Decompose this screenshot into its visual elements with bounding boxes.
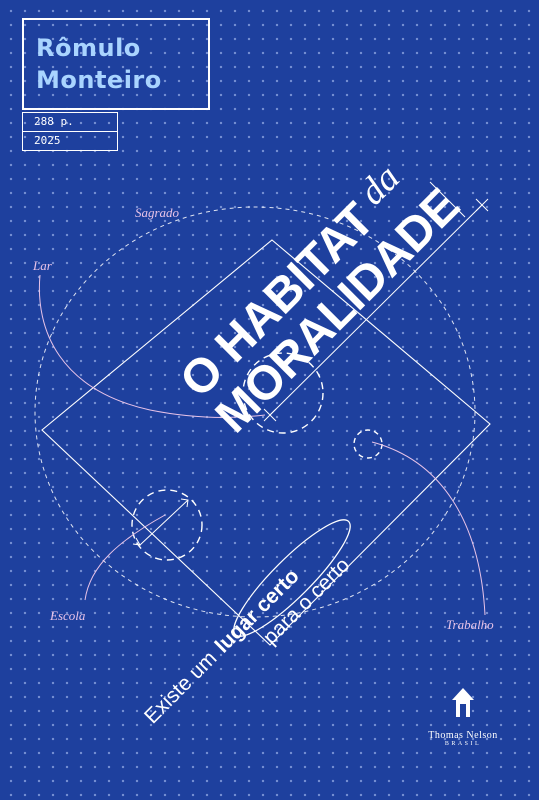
lar-arrow bbox=[38, 274, 266, 418]
label-lar: Lar bbox=[33, 258, 52, 273]
highlight-ellipse bbox=[233, 519, 351, 637]
trabalho-dashed-circle bbox=[353, 429, 383, 459]
publication-year: 2025 bbox=[22, 131, 118, 151]
escola-arrow bbox=[84, 514, 166, 601]
label-sagrado: Sagrado bbox=[135, 205, 180, 220]
publisher-mark: Thomas Nelson BRASIL bbox=[418, 686, 508, 747]
publisher-sub: BRASIL bbox=[444, 741, 482, 747]
author-box: Rômulo Monteiro bbox=[22, 18, 210, 110]
center-dashed-circle bbox=[242, 352, 324, 434]
dimension-line bbox=[269, 204, 483, 416]
trabalho-arrow bbox=[371, 441, 486, 616]
label-escola: Escola bbox=[50, 608, 86, 623]
publisher-name: Thomas Nelson bbox=[428, 730, 498, 741]
escola-dashed-circle bbox=[131, 489, 203, 561]
page-count: 288 p. bbox=[22, 112, 118, 132]
diamond-square bbox=[41, 239, 491, 646]
author-last-name: Monteiro bbox=[36, 66, 162, 94]
house-logo-icon bbox=[452, 688, 474, 717]
dashed-orbit bbox=[34, 206, 476, 618]
author-first-name: Rômulo bbox=[36, 34, 141, 62]
label-trabalho: Trabalho bbox=[446, 617, 494, 632]
